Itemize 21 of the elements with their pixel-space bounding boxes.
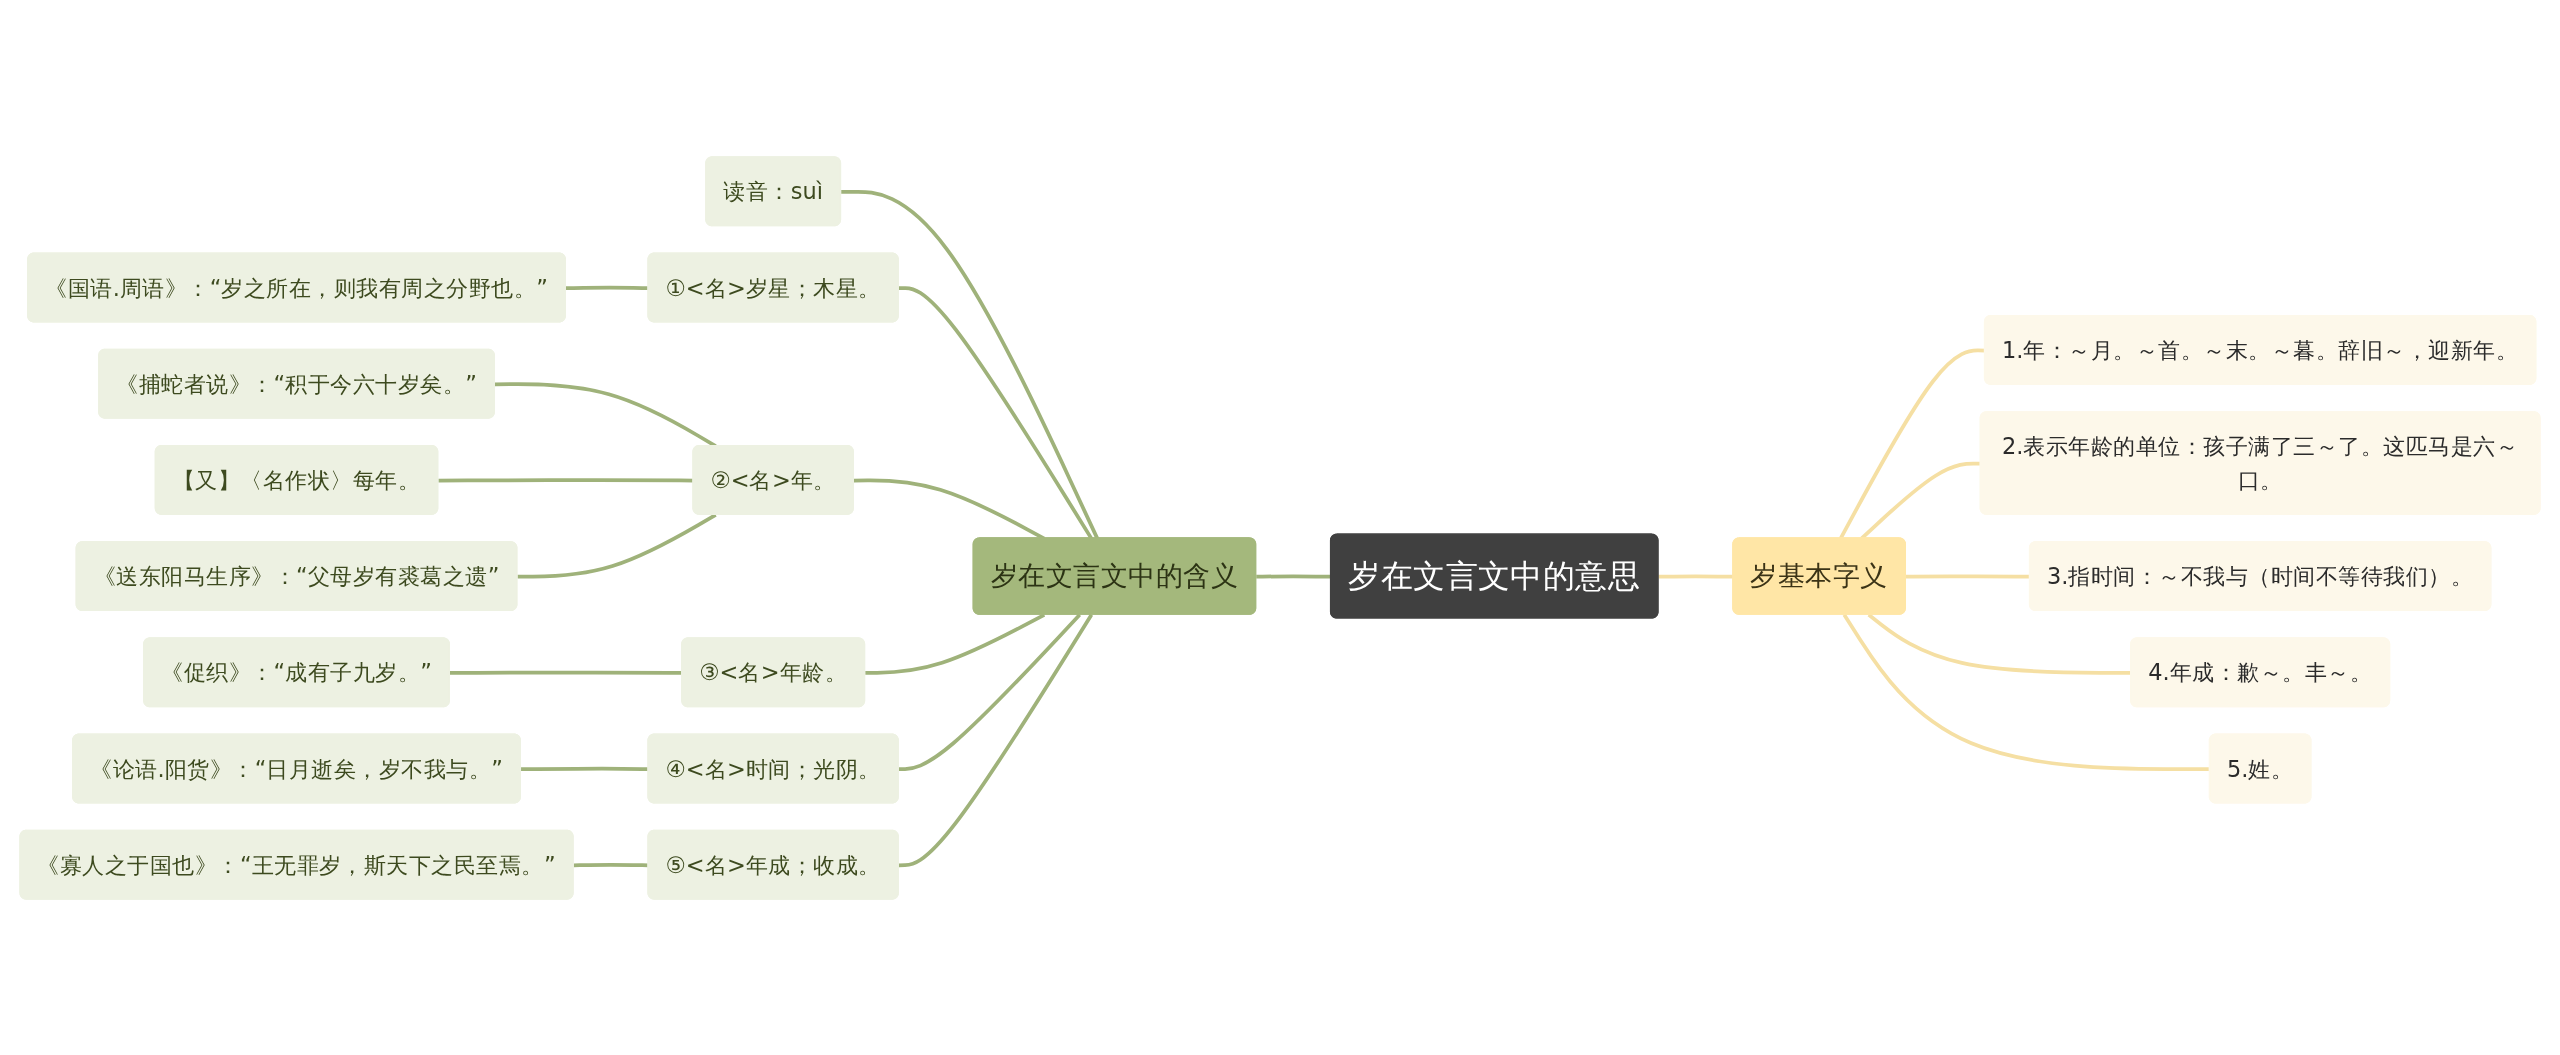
topic-box: 5.姓。: [2208, 733, 2312, 803]
topic-box: 读音：suì: [705, 155, 842, 226]
topic-box: ②<名>年。: [692, 444, 854, 515]
topic-box: 4.年成：歉～。丰～。: [2130, 636, 2391, 707]
topic-box: ⑤<名>年成；收成。: [647, 829, 899, 900]
topic-box: 《论语.阳货》：“日月逝矣，岁不我与。”: [72, 733, 522, 803]
topic-box: 《寡人之于国也》：“王无罪岁，斯天下之民至焉。”: [19, 829, 574, 900]
topic-box: ④<名>时间；光阴。: [647, 733, 899, 803]
topic-box: 《送东阳马生序》：“父母岁有裘葛之遗”: [75, 540, 518, 611]
topic-box: 3.指时间：～不我与（时间不等待我们）。: [2028, 540, 2492, 611]
topic-box: 1.年：～月。～首。～末。～暮。辞旧～，迎新年。: [1983, 314, 2537, 385]
topic-box: 《捕蛇者说》：“积于今六十岁矣。”: [98, 348, 495, 419]
central-topic-box: 岁在文言文中的意思: [1329, 533, 1659, 619]
topic-box: ①<名>岁星；木星。: [647, 252, 899, 322]
topic-box: 《促织》：“成有子九岁。”: [143, 636, 450, 707]
topic-box: 岁基本字义: [1732, 536, 1906, 615]
topic-box: 《国语.周语》：“岁之所在，则我有周之分野也。”: [27, 252, 566, 322]
topic-box: ③<名>年龄。: [681, 636, 866, 707]
topic-box: 【又】〈名作状〉每年。: [154, 444, 439, 515]
topic-box: 2.表示年龄的单位：孩子满了三～了。这匹马是六～口。: [1979, 410, 2541, 515]
topic-box: 岁在文言文中的含义: [972, 536, 1257, 615]
